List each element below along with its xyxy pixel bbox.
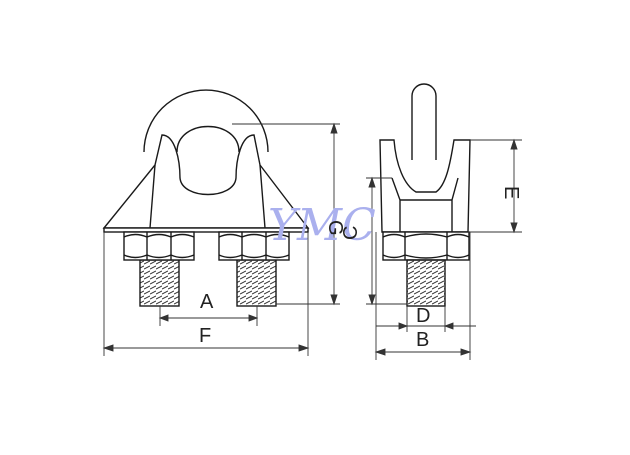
- side-dimensions: [366, 138, 522, 360]
- left-stud: [139, 259, 180, 307]
- saddle-body: [102, 134, 310, 229]
- u-bolt-outer: [143, 89, 269, 153]
- label-c: C: [340, 226, 362, 240]
- u-bolt-inner: [176, 125, 240, 153]
- u-bolt-leg: [411, 83, 437, 160]
- right-stud: [236, 259, 277, 307]
- saddle-inner-right: [259, 164, 266, 229]
- left-nut: [123, 231, 195, 261]
- label-a: A: [200, 291, 214, 313]
- label-g: G: [324, 220, 346, 236]
- front-dimensions: [102, 122, 340, 356]
- front-view: [102, 89, 310, 307]
- saddle-base: [103, 227, 309, 233]
- saddle-inner-left: [149, 164, 156, 229]
- saddle-side: [379, 139, 471, 233]
- side-stud: [406, 259, 446, 307]
- label-b: B: [416, 329, 429, 351]
- watermark: YMC: [268, 200, 376, 251]
- label-d: D: [416, 305, 430, 327]
- right-nut: [218, 231, 290, 261]
- side-view: [379, 83, 471, 307]
- side-nut: [382, 231, 470, 261]
- label-e: E: [500, 186, 522, 199]
- label-f: F: [199, 325, 211, 347]
